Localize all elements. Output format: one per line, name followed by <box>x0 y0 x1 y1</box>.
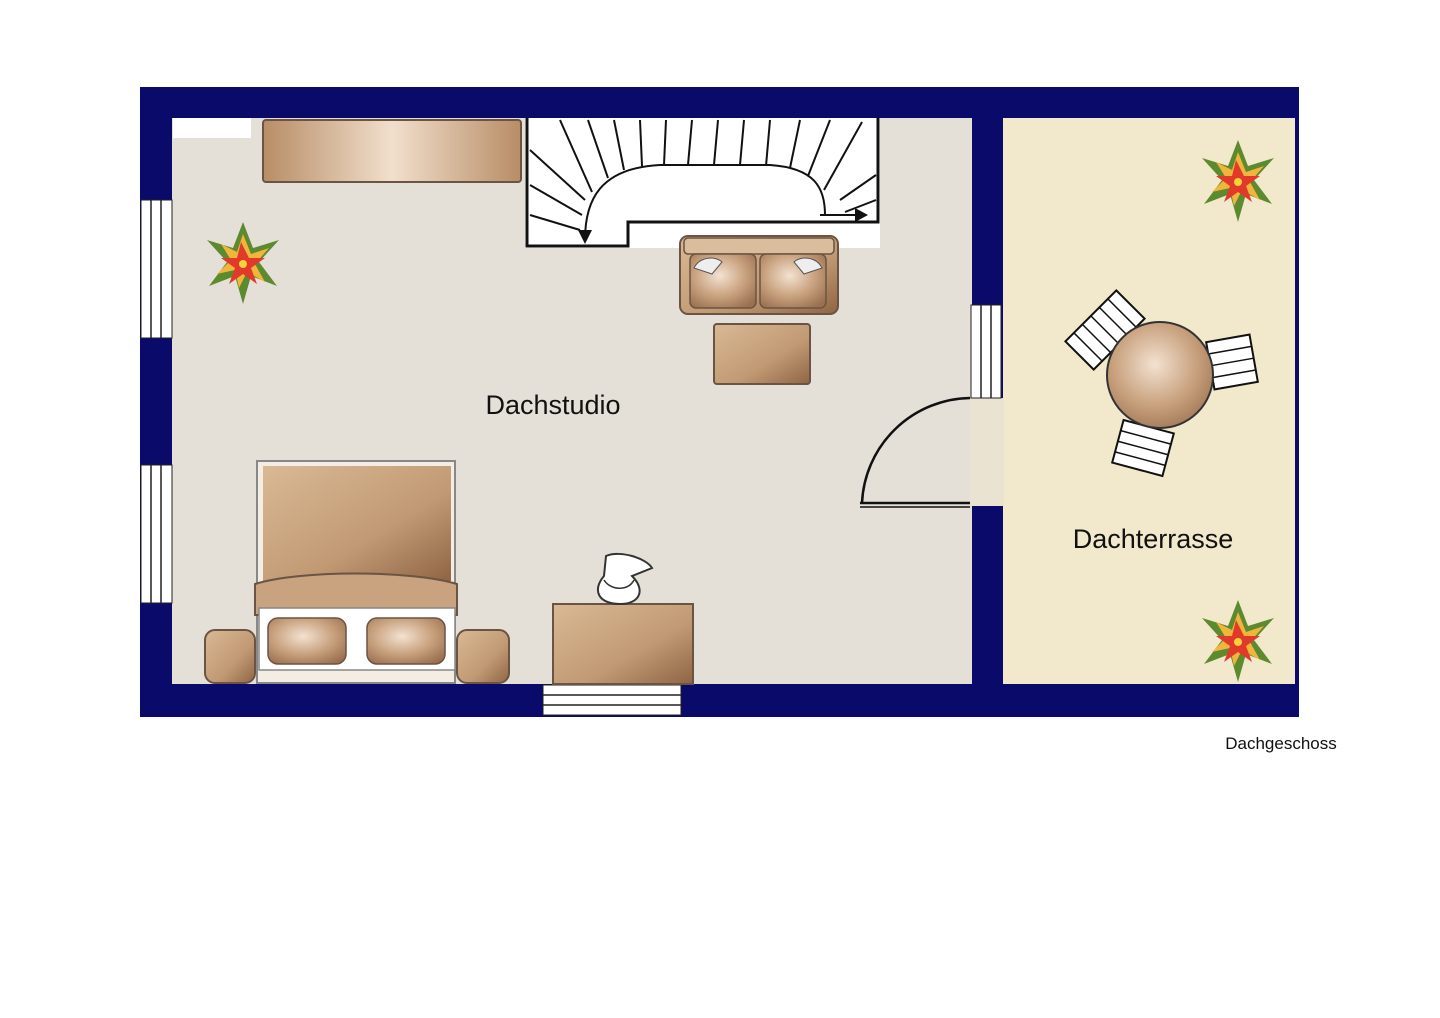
nightstand-left <box>204 629 256 684</box>
sideboard <box>262 119 522 183</box>
window-left-upper <box>140 199 173 339</box>
desk <box>552 552 694 685</box>
window-partition <box>970 304 1002 399</box>
window-left-lower <box>140 464 173 604</box>
floor-label: Dachgeschoss <box>1225 734 1337 753</box>
window-top-left <box>173 118 251 138</box>
chair-bottom <box>1110 418 1176 478</box>
nightstand-right <box>456 629 510 684</box>
terrace-table <box>1063 288 1259 478</box>
stairs-icon <box>525 118 880 248</box>
sofa <box>679 235 839 315</box>
window-bottom <box>542 684 682 716</box>
chair-top-left <box>1063 288 1147 372</box>
door-opening <box>970 398 1004 506</box>
chair-right <box>1205 333 1259 391</box>
door-swing-icon <box>860 396 971 508</box>
coffee-table <box>713 323 811 385</box>
room-label-studio: Dachstudio <box>485 390 620 420</box>
room-label-terrace: Dachterrasse <box>1073 524 1234 554</box>
bed <box>254 460 458 684</box>
